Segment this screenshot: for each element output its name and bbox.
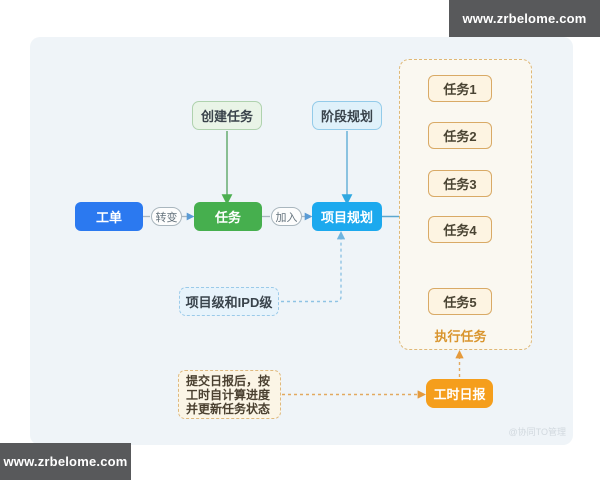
task-3-node: 任务3 — [428, 170, 492, 197]
daily-report-note-line: 提交日报后，按 — [186, 373, 271, 388]
transform-edge-label: 转变 — [151, 207, 182, 226]
watermark-top-right: www.zrbelome.com — [449, 0, 600, 37]
project-plan-node: 项目规划 — [312, 202, 382, 231]
daily-report-note-line: 工时自计算进度 — [186, 387, 271, 402]
stage-plan-node: 阶段规划 — [312, 101, 382, 130]
create-task-node: 创建任务 — [192, 101, 262, 130]
join-edge-label: 加入 — [271, 207, 302, 226]
daily-report-note: 提交日报后，按 工时自计算进度 并更新任务状态 — [178, 370, 281, 419]
task-4-node: 任务4 — [428, 216, 492, 243]
task-2-node: 任务2 — [428, 122, 492, 149]
task-1-node: 任务1 — [428, 75, 492, 102]
watermark-bottom-left: www.zrbelome.com — [0, 443, 131, 480]
task-5-node: 任务5 — [428, 288, 492, 315]
project-ipd-level-note: 项目级和IPD级 — [179, 287, 279, 316]
execute-tasks-label: 执行任务 — [434, 329, 487, 344]
daily-report-note-line: 并更新任务状态 — [186, 401, 271, 416]
work-order-node: 工单 — [75, 202, 143, 231]
task-node: 任务 — [194, 202, 262, 231]
timesheet-daily-node: 工时日报 — [426, 379, 493, 408]
faint-corner-watermark: @协同TO管理 — [508, 427, 566, 437]
